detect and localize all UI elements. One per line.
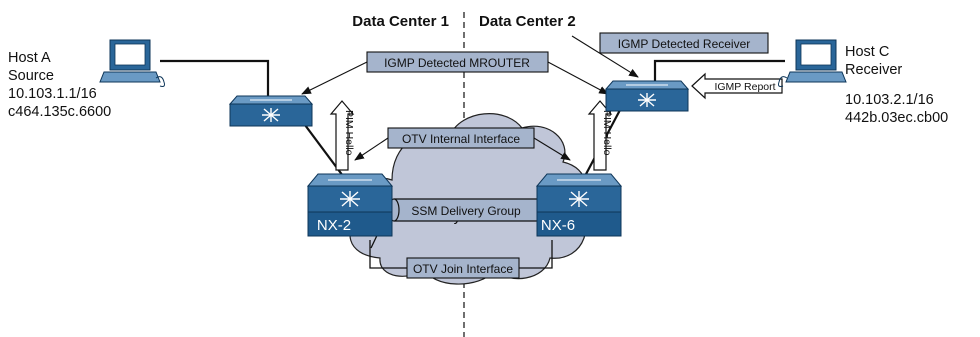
- host-c-role: Receiver: [845, 62, 902, 78]
- igmp-report-arrow: IGMP Report: [691, 72, 783, 100]
- nx2-switch: NX-2: [306, 173, 394, 237]
- igmp-receiver-box: IGMP Detected Receiver: [599, 32, 769, 54]
- data-center-1-label: Data Center 1: [352, 13, 449, 30]
- host-c-mac: 442b.03ec.cb00: [845, 110, 948, 126]
- nx2-label: NX-2: [317, 217, 351, 234]
- link-hosta-switch: [160, 59, 270, 97]
- pim-hello-right-label: PIM Hello: [601, 110, 613, 156]
- host-a-ip: 10.103.1.1/16: [8, 86, 97, 102]
- host-a-mac: c464.135c.6600: [8, 104, 111, 120]
- host-c-ip: 10.103.2.1/16: [845, 92, 934, 108]
- pim-hello-left-label: PIM Hello: [343, 110, 355, 156]
- access-switch-dc1: [228, 95, 314, 127]
- switch-symbol-icon: [262, 108, 280, 122]
- otv-join-label: OTV Join Interface: [413, 262, 513, 276]
- ssm-delivery-tube: SSM Delivery Group: [388, 198, 544, 222]
- link-hostc-switch: [653, 59, 785, 82]
- igmp-mrouter-label: IGMP Detected MROUTER: [384, 56, 530, 70]
- switch-symbol-icon: [340, 191, 360, 207]
- host-a-role: Source: [8, 68, 54, 84]
- pim-hello-left-arrow: PIM Hello: [329, 100, 355, 171]
- igmp-receiver-label: IGMP Detected Receiver: [618, 37, 751, 51]
- host-c-name: Host C: [845, 44, 889, 60]
- host-a-computer-icon: [99, 39, 165, 87]
- otv-internal-box: OTV Internal Interface: [387, 127, 535, 149]
- access-switch-dc2: [604, 80, 690, 112]
- otv-internal-label: OTV Internal Interface: [402, 132, 520, 146]
- host-c-computer-icon: [778, 39, 847, 87]
- igmp-mrouter-box: IGMP Detected MROUTER: [366, 51, 549, 73]
- igmp-report-label: IGMP Report: [714, 81, 775, 93]
- nx6-switch: NX-6: [535, 173, 623, 237]
- data-center-2-label: Data Center 2: [479, 13, 576, 30]
- otv-join-box: OTV Join Interface: [406, 257, 520, 279]
- pim-hello-right-arrow: PIM Hello: [587, 100, 613, 171]
- ssm-delivery-label: SSM Delivery Group: [411, 204, 521, 218]
- host-a-name: Host A: [8, 50, 51, 66]
- switch-symbol-icon: [569, 191, 589, 207]
- switch-symbol-icon: [638, 93, 656, 107]
- nx6-label: NX-6: [541, 217, 575, 234]
